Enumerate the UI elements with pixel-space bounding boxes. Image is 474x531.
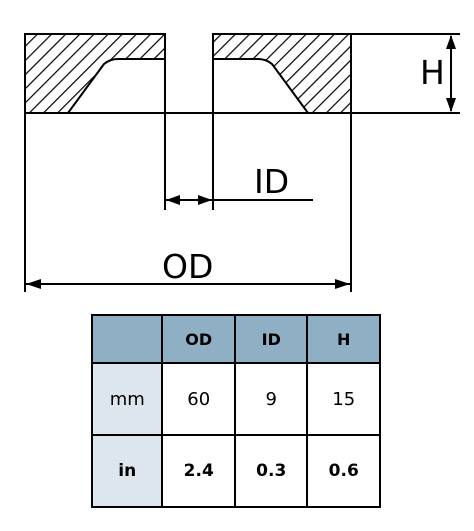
unit-cell-in: in: [90, 434, 164, 508]
h-arrow-bottom: [446, 98, 456, 112]
id-arrow-right: [198, 195, 212, 205]
hatched-section-right: [212, 33, 352, 114]
id-arrow-left: [166, 195, 180, 205]
unit-cell-mm: mm: [90, 362, 164, 436]
id-label: ID: [254, 162, 289, 201]
value-cell-mm-h: 15: [306, 362, 381, 436]
od-arrow-left: [26, 279, 41, 289]
h-arrow-top: [446, 35, 456, 49]
value-cell-in-id: 0.3: [233, 434, 309, 508]
header-corner-cell: [90, 314, 164, 364]
value-cell-in-od: 2.4: [161, 434, 236, 508]
table-row: mm 60 9 15: [90, 362, 381, 436]
technical-drawing: H ID OD: [24, 33, 460, 292]
value-cell-in-h: 0.6: [306, 434, 381, 508]
table-row: in 2.4 0.3 0.6: [90, 434, 381, 508]
header-id: ID: [233, 314, 309, 364]
od-arrow-right: [335, 279, 350, 289]
od-label: OD: [162, 247, 213, 286]
table-header-row: OD ID H: [90, 314, 381, 364]
header-od: OD: [161, 314, 236, 364]
header-h: H: [306, 314, 381, 364]
value-cell-mm-od: 60: [161, 362, 236, 436]
dimensions-table: OD ID H mm 60 9 15 in 2.4 0.3 0.6: [90, 314, 381, 508]
value-cell-mm-id: 9: [233, 362, 309, 436]
hatched-section-left: [24, 33, 166, 114]
h-label: H: [420, 53, 445, 92]
